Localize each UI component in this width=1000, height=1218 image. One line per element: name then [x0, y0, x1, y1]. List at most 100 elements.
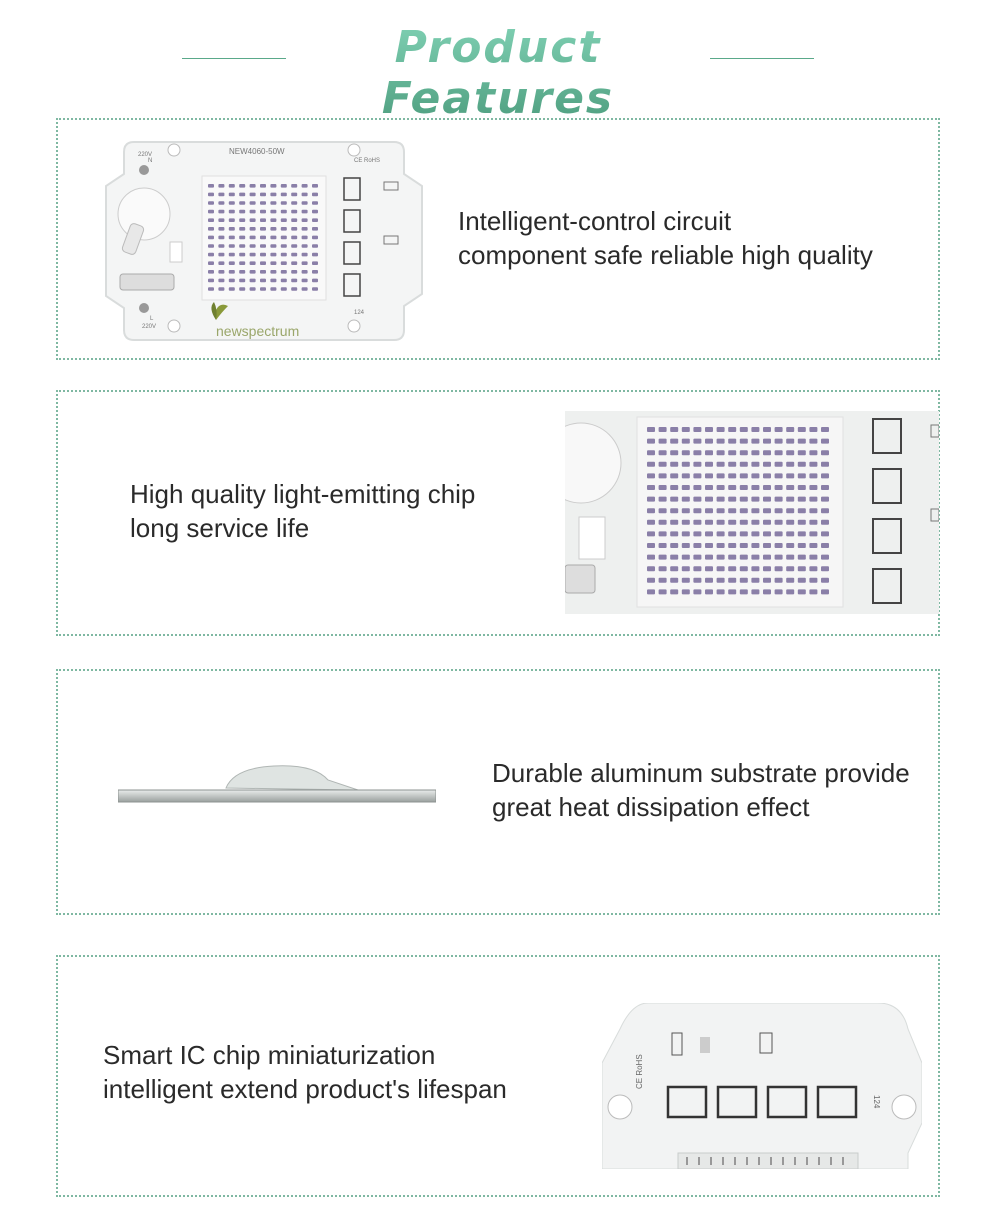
led-chip [786, 450, 795, 456]
led-chip [693, 543, 702, 548]
led-chip [228, 261, 235, 265]
led-chip [705, 519, 713, 525]
feature-3-line-2: great heat dissipation effect [492, 792, 810, 822]
led-chip [312, 252, 318, 257]
led-chip [291, 244, 298, 248]
led-chip [260, 235, 266, 240]
led-chip [739, 589, 748, 595]
led-chip [208, 261, 214, 265]
led-chip [728, 554, 737, 560]
led-chip [239, 287, 246, 291]
led-chip [681, 461, 690, 467]
led-chip [774, 519, 783, 525]
led-chip [797, 438, 806, 444]
led-chip [218, 278, 225, 283]
led-chip-closeup-photo [565, 411, 939, 614]
board-voltage-bottom-sub: L [150, 316, 154, 322]
led-chip [260, 201, 266, 205]
led-chip [670, 554, 679, 560]
led-chip [739, 461, 748, 467]
feature-3-line-1: Durable aluminum substrate provide [492, 758, 910, 788]
led-chip [681, 577, 690, 583]
led-chip [716, 589, 725, 595]
led-chip [821, 473, 829, 479]
led-chip [208, 227, 214, 231]
led-chip [728, 519, 737, 525]
feature-4-line-1: Smart IC chip miniaturization [103, 1040, 436, 1070]
led-chip [301, 252, 308, 257]
led-chip [270, 278, 277, 283]
led-chip [280, 209, 287, 214]
led-chip [249, 235, 256, 240]
led-chip [786, 473, 795, 479]
led-chip [774, 589, 783, 595]
feature-text-4: Smart IC chip miniaturization intelligen… [103, 1038, 507, 1106]
led-chip [705, 543, 713, 548]
led-chip [239, 227, 246, 231]
led-chip [218, 201, 225, 205]
led-chip [208, 192, 214, 197]
led-chip [670, 427, 679, 432]
ic-pin [698, 1157, 700, 1165]
led-chip [291, 287, 298, 291]
led-chip [763, 473, 771, 479]
led-chip [301, 227, 308, 231]
led-chip [270, 270, 277, 274]
led-chip [291, 252, 298, 257]
led-chip [239, 201, 246, 205]
title-divider-right [710, 58, 814, 59]
led-chip [809, 508, 818, 514]
led-chip [809, 566, 818, 572]
led-chip [647, 496, 655, 502]
led-chip [658, 566, 667, 572]
led-chip [774, 450, 783, 456]
board-brand-label: newspectrum [216, 323, 299, 339]
led-chip [728, 473, 737, 479]
feature-card-3 [56, 669, 940, 915]
led-chip [312, 201, 318, 205]
led-chip [301, 184, 308, 188]
led-chip [647, 577, 655, 583]
led-chip [693, 589, 702, 595]
led-chip [786, 508, 795, 514]
led-chip [291, 270, 298, 274]
aluminum-substrate-side-photo [118, 765, 436, 803]
led-chip [705, 508, 713, 514]
led-chip [260, 209, 266, 214]
led-chip [291, 261, 298, 265]
led-chip [239, 209, 246, 214]
led-chip [670, 496, 679, 502]
led-chip [249, 278, 256, 283]
ic-pin [830, 1157, 832, 1165]
led-chip [270, 235, 277, 240]
led-chip [774, 438, 783, 444]
led-chip [658, 508, 667, 514]
led-chip [739, 450, 748, 456]
led-chip [821, 485, 829, 490]
led-chip [312, 287, 318, 291]
led-chip [716, 473, 725, 479]
led-chip [291, 192, 298, 197]
led-chip [670, 450, 679, 456]
led-chip [797, 577, 806, 583]
feature-text-3: Durable aluminum substrate provide great… [492, 756, 910, 824]
led-chip [280, 270, 287, 274]
led-chip [218, 184, 225, 188]
led-chip [208, 244, 214, 248]
led-chip [301, 261, 308, 265]
led-chip [728, 508, 737, 514]
led-chip [208, 270, 214, 274]
led-chip [249, 227, 256, 231]
led-chip [280, 261, 287, 265]
led-chip [705, 450, 713, 456]
led-chip [658, 577, 667, 583]
led-chip [728, 438, 737, 444]
led-chip [705, 566, 713, 572]
led-chip [786, 543, 795, 548]
led-chip [670, 519, 679, 525]
feature-1-line-2: component safe reliable high quality [458, 240, 873, 270]
led-chip [280, 201, 287, 205]
led-chip [821, 531, 829, 537]
led-chip [821, 577, 829, 583]
led-chip [739, 427, 748, 432]
